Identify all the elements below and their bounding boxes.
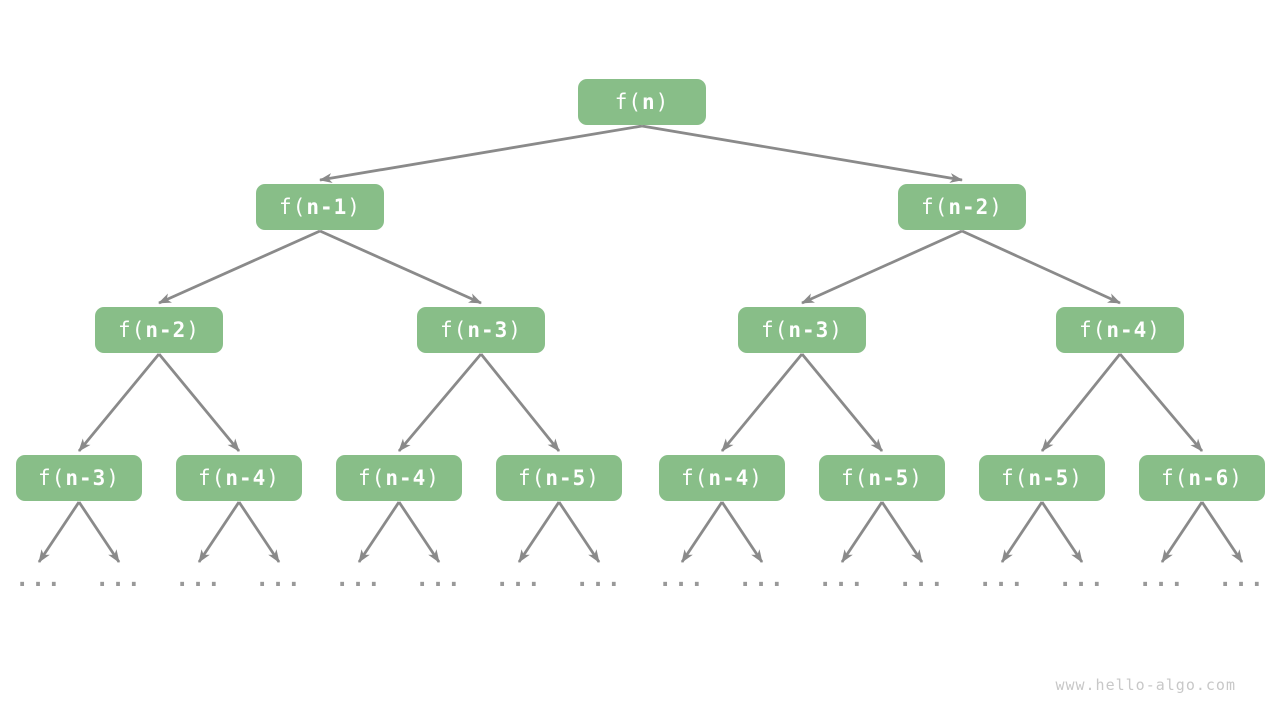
tree-node: f(n-5) <box>979 455 1105 501</box>
node-label-post: ) <box>989 195 1003 219</box>
node-label-arg: n-4 <box>225 466 267 490</box>
node-label-pre: f( <box>1001 466 1029 490</box>
node-label-arg: n-6 <box>1188 466 1230 490</box>
tree-node: f(n) <box>578 79 706 125</box>
tree-node: f(n-2) <box>95 307 223 353</box>
node-label-post: ) <box>749 466 763 490</box>
node-label-post: ) <box>426 466 440 490</box>
node-label-arg: n-3 <box>65 466 107 490</box>
tree-node: f(n-3) <box>16 455 142 501</box>
ellipsis: ... <box>658 566 706 592</box>
node-label-arg: n-4 <box>708 466 750 490</box>
ellipsis: ... <box>415 566 463 592</box>
node-label-post: ) <box>106 466 120 490</box>
node-label-pre: f( <box>841 466 869 490</box>
node-label-post: ) <box>347 195 361 219</box>
node-label-arg: n-3 <box>788 318 830 342</box>
ellipsis: ... <box>495 566 543 592</box>
node-label-post: ) <box>655 90 670 114</box>
node-label-arg: n-1 <box>306 195 348 219</box>
tree-node: f(n-3) <box>417 307 545 353</box>
ellipsis: ... <box>738 566 786 592</box>
node-label-pre: f( <box>518 466 546 490</box>
node-label-pre: f( <box>358 466 386 490</box>
ellipsis: ... <box>898 566 946 592</box>
node-label-post: ) <box>1229 466 1243 490</box>
node-label-pre: f( <box>681 466 709 490</box>
node-label-pre: f( <box>921 195 949 219</box>
tree-node: f(n-1) <box>256 184 384 230</box>
node-label-post: ) <box>586 466 600 490</box>
ellipsis: ... <box>255 566 303 592</box>
node-label-post: ) <box>508 318 522 342</box>
node-label-pre: f( <box>38 466 66 490</box>
ellipsis: ... <box>95 566 143 592</box>
tree-node: f(n-3) <box>738 307 866 353</box>
watermark: www.hello-algo.com <box>1055 676 1236 694</box>
node-label-arg: n-3 <box>467 318 509 342</box>
node-label-pre: f( <box>198 466 226 490</box>
node-label-arg: n-5 <box>1028 466 1070 490</box>
node-label-arg: n-2 <box>948 195 990 219</box>
tree-node: f(n-4) <box>336 455 462 501</box>
node-label-arg: n-5 <box>545 466 587 490</box>
ellipsis: ... <box>818 566 866 592</box>
tree-node: f(n-2) <box>898 184 1026 230</box>
ellipsis: ... <box>335 566 383 592</box>
node-label-arg: n <box>641 90 656 114</box>
ellipsis: ... <box>575 566 623 592</box>
node-label-pre: f( <box>761 318 789 342</box>
tree-node: f(n-4) <box>1056 307 1184 353</box>
ellipsis: ... <box>1058 566 1106 592</box>
node-label-post: ) <box>1147 318 1161 342</box>
node-label-arg: n-4 <box>1106 318 1148 342</box>
node-label-pre: f( <box>118 318 146 342</box>
tree-node: f(n-4) <box>659 455 785 501</box>
node-label-post: ) <box>186 318 200 342</box>
node-label-pre: f( <box>440 318 468 342</box>
node-label-arg: n-5 <box>868 466 910 490</box>
node-label-pre: f( <box>1079 318 1107 342</box>
tree-node: f(n-5) <box>496 455 622 501</box>
tree-node: f(n-5) <box>819 455 945 501</box>
node-label-arg: n-2 <box>145 318 187 342</box>
node-label-pre: f( <box>279 195 307 219</box>
tree-node: f(n-6) <box>1139 455 1265 501</box>
node-label-arg: n-4 <box>385 466 427 490</box>
ellipsis: ... <box>1138 566 1186 592</box>
node-label-pre: f( <box>614 90 642 114</box>
ellipsis: ... <box>1218 566 1266 592</box>
node-label-post: ) <box>266 466 280 490</box>
node-label-post: ) <box>909 466 923 490</box>
ellipsis: ... <box>978 566 1026 592</box>
tree-node: f(n-4) <box>176 455 302 501</box>
ellipsis: ... <box>15 566 63 592</box>
node-label-pre: f( <box>1161 466 1189 490</box>
node-label-post: ) <box>1069 466 1083 490</box>
ellipsis: ... <box>175 566 223 592</box>
node-label-post: ) <box>829 318 843 342</box>
